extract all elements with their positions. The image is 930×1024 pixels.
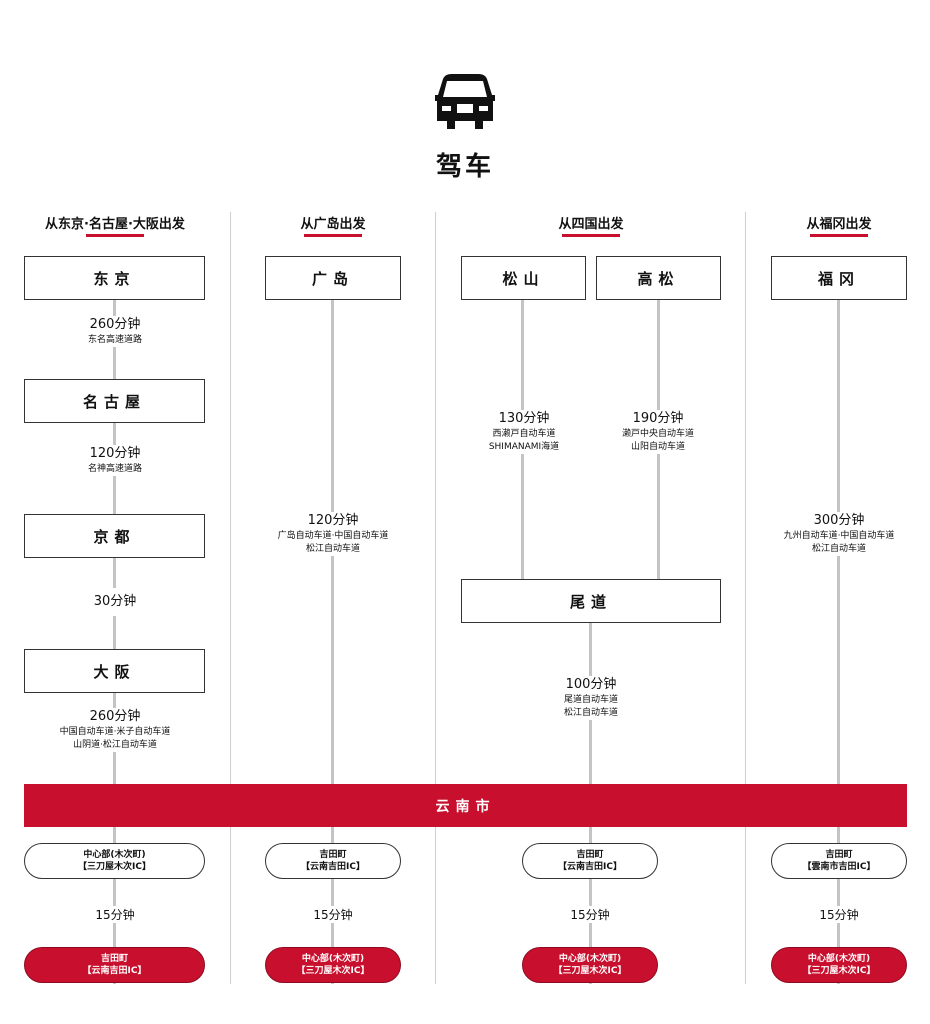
route-line — [589, 827, 592, 984]
travel-time: 260分钟 中国自动车道·米子自动车道 山阴道·松江自动车道 — [36, 708, 194, 752]
road-label: 濑戸中央自动车道 — [621, 429, 694, 439]
road-label: 山阳自动车道 — [630, 442, 685, 452]
travel-time: 260分钟 东名高速道路 — [60, 316, 170, 347]
exit-time: 15分钟 — [60, 906, 170, 923]
station-box: 东京 — [24, 256, 205, 300]
exit-pill-highlight: 中心部(木次町) 【三刀屋木次IC】 — [771, 947, 907, 983]
heading-underline — [86, 234, 144, 237]
column-divider — [230, 212, 231, 984]
exit-time: 15分钟 — [278, 906, 388, 923]
travel-time: 120分钟 名神高速道路 — [60, 445, 170, 476]
exit-pill: 吉田町 【雲南市吉田IC】 — [771, 843, 907, 879]
exit-ic: 【云南吉田IC】 — [558, 862, 622, 872]
exit-ic: 【三刀屋木次IC】 — [296, 966, 370, 976]
travel-time: 120分钟 广岛自动车道·中国自动车道 松江自动车道 — [262, 512, 404, 556]
station-box: 尾道 — [461, 579, 721, 623]
exit-pill: 吉田町 【云南吉田IC】 — [522, 843, 658, 879]
time-label: 30分钟 — [93, 594, 137, 609]
road-label: 九州自动车道·中国自动车道 — [783, 531, 895, 541]
exit-name: 吉田町 — [825, 850, 853, 860]
exit-name: 吉田町 — [576, 850, 604, 860]
station-box: 广岛 — [265, 256, 401, 300]
route-line — [331, 827, 334, 984]
route-line — [837, 827, 840, 984]
exit-pill-highlight: 吉田町 【云南吉田IC】 — [24, 947, 205, 983]
travel-time: 30分钟 — [60, 588, 170, 616]
station-box: 京都 — [24, 514, 205, 558]
column-heading: 从福冈出发 — [806, 217, 872, 232]
exit-name: 中心部(木次町) — [83, 850, 146, 860]
road-label: 东名高速道路 — [87, 335, 142, 345]
travel-time: 190分钟 濑戸中央自动车道 山阳自动车道 — [603, 410, 713, 454]
column-heading: 从广岛出发 — [300, 217, 366, 232]
exit-time: 15分钟 — [535, 906, 645, 923]
road-label: SHIMANAMI海道 — [488, 442, 560, 452]
road-label: 广岛自动车道·中国自动车道 — [277, 531, 389, 541]
page-title: 驾车 — [435, 152, 494, 182]
exit-ic: 【云南吉田IC】 — [301, 862, 365, 872]
car-icon — [433, 73, 497, 131]
exit-pill: 中心部(木次町) 【三刀屋木次IC】 — [24, 843, 205, 879]
exit-name: 吉田町 — [319, 850, 347, 860]
road-label: 名神高速道路 — [87, 464, 142, 474]
time-label: 130分钟 — [498, 411, 550, 426]
exit-ic: 【三刀屋木次IC】 — [553, 966, 627, 976]
road-label: 松江自动车道 — [305, 544, 360, 554]
exit-time: 15分钟 — [784, 906, 894, 923]
exit-name: 中心部(木次町) — [558, 954, 622, 964]
road-label: 西濑戸自动车道 — [492, 429, 556, 439]
exit-name: 中心部(木次町) — [807, 954, 871, 964]
exit-ic: 【三刀屋木次IC】 — [78, 862, 151, 872]
exit-ic: 【云南吉田IC】 — [82, 966, 147, 976]
travel-time: 300分钟 九州自动车道·中国自动车道 松江自动车道 — [768, 512, 910, 556]
time-label: 260分钟 — [89, 709, 141, 724]
road-label: 山阴道·松江自动车道 — [73, 740, 157, 750]
column-heading: 从东京·名古屋·大阪出发 — [45, 217, 185, 232]
travel-time: 100分钟 尾道自动车道 松江自动车道 — [536, 676, 646, 720]
column-heading: 从四国出发 — [558, 217, 624, 232]
time-label: 120分钟 — [89, 446, 141, 461]
route-line — [113, 827, 116, 984]
exit-pill-highlight: 中心部(木次町) 【三刀屋木次IC】 — [522, 947, 658, 983]
heading-underline — [810, 234, 868, 237]
time-label: 100分钟 — [565, 677, 617, 692]
exit-name: 吉田町 — [100, 954, 128, 964]
exit-ic: 【雲南市吉田IC】 — [802, 862, 876, 872]
station-box: 松山 — [461, 256, 586, 300]
road-label: 松江自动车道 — [811, 544, 866, 554]
station-box: 名古屋 — [24, 379, 205, 423]
heading-underline — [304, 234, 362, 237]
road-label: 中国自动车道·米子自动车道 — [59, 727, 171, 737]
time-label: 120分钟 — [307, 513, 359, 528]
road-label: 尾道自动车道 — [563, 695, 618, 705]
column-divider — [435, 212, 436, 984]
station-box: 福冈 — [771, 256, 907, 300]
exit-pill-highlight: 中心部(木次町) 【三刀屋木次IC】 — [265, 947, 401, 983]
destination-banner: 云南市 — [24, 784, 907, 827]
travel-time: 130分钟 西濑戸自动车道 SHIMANAMI海道 — [469, 410, 579, 454]
station-box: 大阪 — [24, 649, 205, 693]
time-label: 260分钟 — [89, 317, 141, 332]
heading-underline — [562, 234, 620, 237]
station-box: 高松 — [596, 256, 721, 300]
time-label: 300分钟 — [813, 513, 865, 528]
column-divider — [745, 212, 746, 984]
time-label: 190分钟 — [632, 411, 684, 426]
exit-name: 中心部(木次町) — [301, 954, 365, 964]
exit-pill: 吉田町 【云南吉田IC】 — [265, 843, 401, 879]
road-label: 松江自动车道 — [563, 708, 618, 718]
exit-ic: 【三刀屋木次IC】 — [802, 966, 876, 976]
